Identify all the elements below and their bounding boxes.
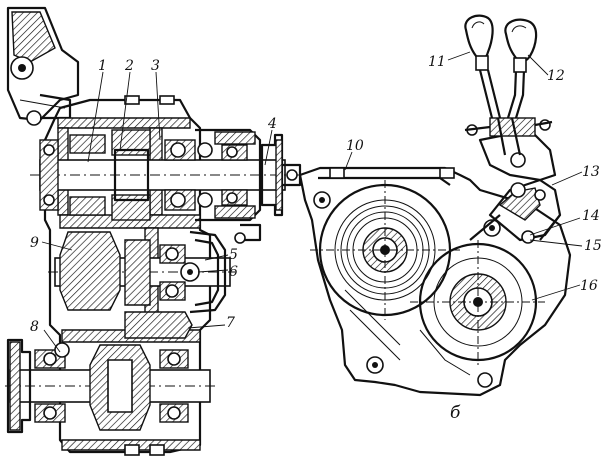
- callout-1: 1: [98, 58, 107, 74]
- view-label-b: б: [450, 403, 461, 423]
- callout-9: 9: [30, 235, 39, 251]
- callout-3: 3: [151, 58, 160, 74]
- bolts: [124, 95, 175, 456]
- intermediate-shaft-assembly: [48, 223, 262, 314]
- callout-8: 8: [30, 319, 39, 335]
- callout-13: 13: [582, 164, 600, 180]
- output-shaft-assembly: [5, 311, 215, 434]
- callout-16: 16: [580, 278, 598, 294]
- input-shaft-assembly: [30, 128, 302, 222]
- lever-knobs: [464, 14, 538, 73]
- lower-gear-cover: [344, 240, 545, 376]
- left-callouts: 1 2 3 4 5 6 7 8 9: [30, 58, 277, 335]
- mounting-bracket: [6, 6, 80, 126]
- callout-7: 7: [226, 315, 235, 331]
- shift-lever-rods: [478, 69, 526, 156]
- control-housing: [298, 166, 572, 397]
- callout-4: 4: [267, 116, 277, 132]
- upper-gear-cover: [310, 180, 460, 320]
- callout-14: 14: [582, 208, 600, 224]
- left-leader-lines: [41, 71, 273, 353]
- knob-12: [504, 18, 538, 63]
- callout-15: 15: [584, 238, 602, 254]
- callout-5: 5: [229, 247, 238, 263]
- callout-10: 10: [346, 138, 364, 154]
- knob-11: [464, 14, 494, 61]
- right-callouts: 10 11 12 13 14 15 16: [346, 54, 602, 294]
- right-external-view: 10 11 12 13 14 15 16 б: [298, 14, 602, 423]
- shift-mechanism: [464, 117, 562, 244]
- callout-12: 12: [547, 68, 565, 84]
- right-leader-lines: [344, 51, 583, 301]
- callout-6: 6: [229, 264, 238, 280]
- callout-2: 2: [124, 58, 134, 74]
- callout-11: 11: [428, 54, 446, 70]
- left-sectional-view: 1 2 3 4 5 6 7 8 9: [5, 6, 302, 456]
